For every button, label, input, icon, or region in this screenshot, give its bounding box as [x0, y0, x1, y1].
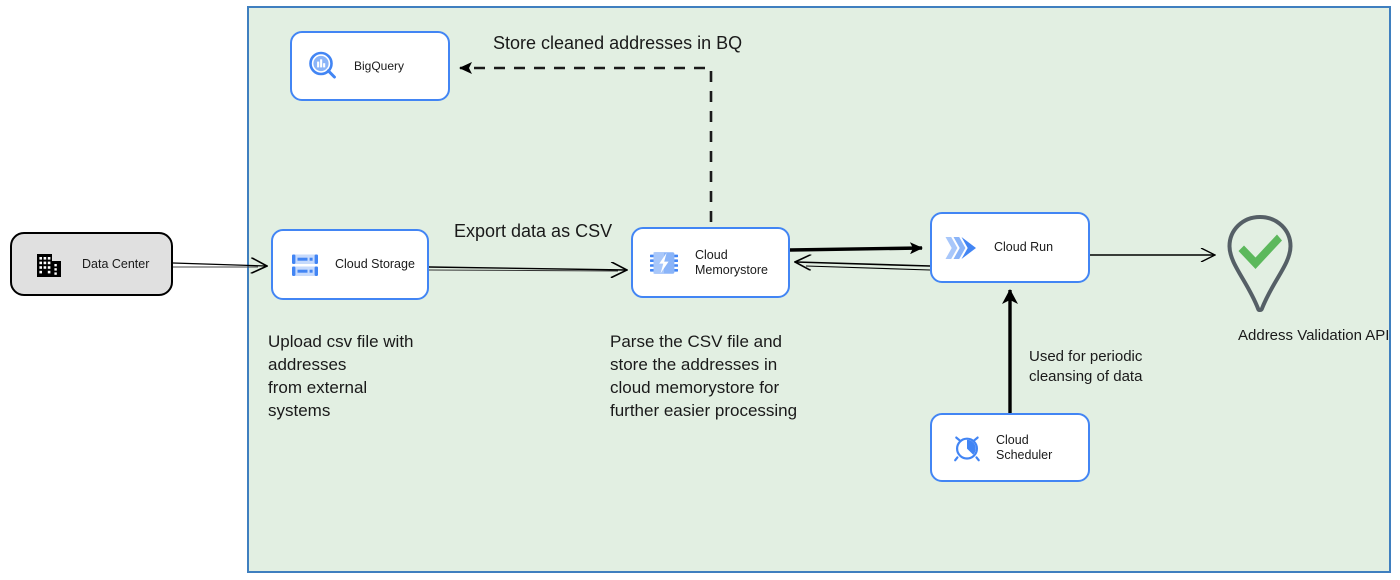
bigquery-icon	[302, 50, 344, 82]
node-label: Data Center	[82, 256, 150, 271]
node-cloud-run[interactable]: Cloud Run	[930, 212, 1090, 283]
node-cloud-scheduler[interactable]: Cloud Scheduler	[930, 413, 1090, 482]
node-cloud-storage[interactable]: Cloud Storage	[271, 229, 429, 300]
node-cloud-memorystore[interactable]: Cloud Memorystore	[631, 227, 790, 298]
node-address-validation-api[interactable]	[1220, 212, 1300, 317]
memorystore-chip-icon	[643, 248, 685, 278]
note-parse-csv: Parse the CSV file and store the address…	[610, 332, 798, 420]
edge-label-periodic-cleansing: Used for periodic cleansing of data	[1029, 348, 1143, 386]
map-pin-check-icon	[1227, 214, 1293, 313]
cloud-storage-icon	[285, 250, 325, 280]
note-upload-csv: Upload csv file with addresses from exte…	[268, 332, 414, 420]
edge-label-store-in-bq: Store cleaned addresses in BQ	[493, 33, 743, 53]
building-icon	[28, 250, 70, 278]
node-label: BigQuery	[354, 58, 405, 73]
alarm-clock-icon	[946, 433, 988, 463]
node-label: Cloud Storage	[335, 257, 415, 272]
node-label: Cloud Run	[994, 240, 1054, 255]
edge-label-export-csv: Export data as CSV	[454, 221, 613, 241]
node-bigquery[interactable]: BigQuery	[290, 31, 450, 101]
node-data-center[interactable]: Data Center	[10, 232, 173, 296]
node-label: Cloud Memorystore	[695, 247, 768, 277]
node-label: Cloud Scheduler	[996, 432, 1053, 462]
address-validation-api-label: Address Validation API	[1238, 327, 1390, 344]
cloud-run-icon	[938, 233, 984, 263]
